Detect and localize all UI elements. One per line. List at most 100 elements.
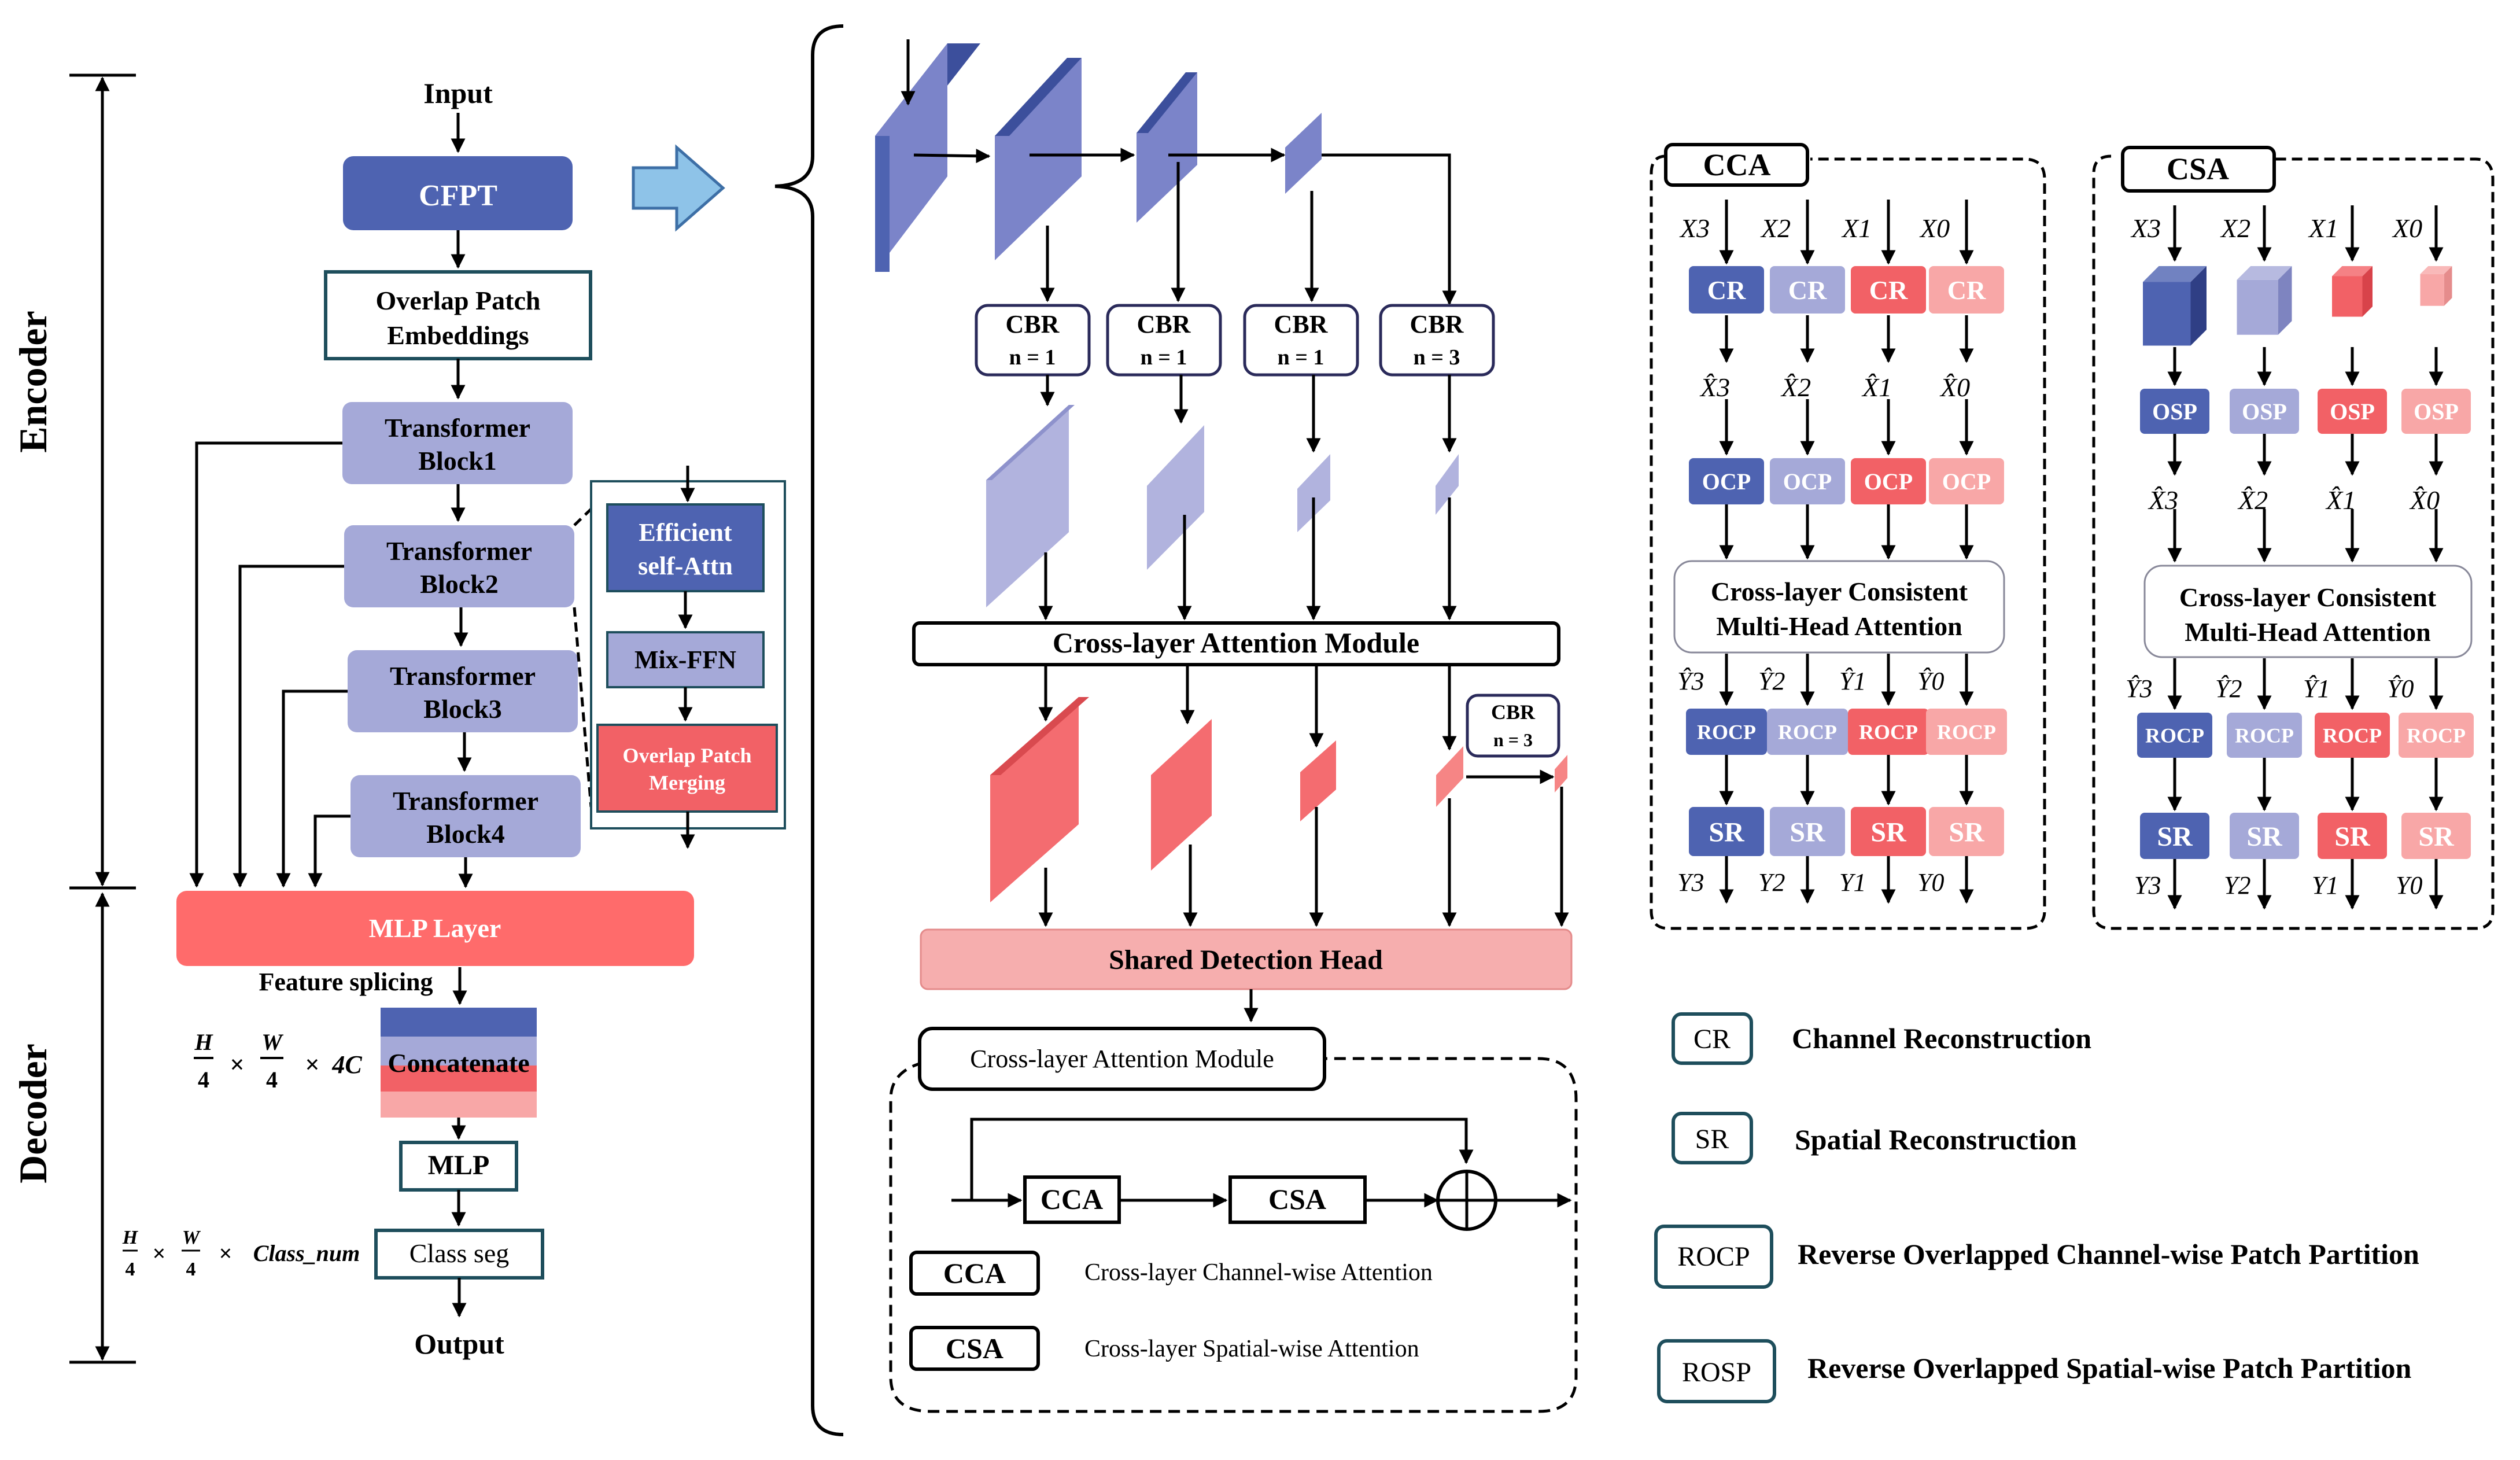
cca-sr-box (1851, 807, 1926, 856)
csa-y-label: Y2 (2224, 871, 2250, 899)
svg-text:Transformer: Transformer (386, 536, 532, 566)
red-feature-maps (990, 697, 1567, 902)
svg-text:Transformer: Transformer (385, 413, 530, 443)
csa-cube-top (2143, 266, 2207, 282)
csa-cube-top (2237, 266, 2292, 280)
svg-text:n = 3: n = 3 (1493, 729, 1533, 750)
dimension-label-2: H 4 × W 4 × Class_num (122, 1227, 360, 1280)
cca-sr-box-label: SR (1709, 817, 1745, 847)
overlap-patch-line1: Overlap Patch (376, 286, 541, 315)
csa-cube (2420, 274, 2444, 306)
svg-text:4: 4 (198, 1067, 209, 1093)
csa-sr-box (2401, 813, 2471, 859)
svg-text:Block3: Block3 (423, 694, 501, 724)
cca-yhat-label: Ŷ1 (1839, 667, 1866, 695)
csa-panel: CSA X3OSPX̂3Ŷ3ROCPSRY3X2OSPX̂2Ŷ2ROCPSRY2… (2092, 146, 2495, 930)
csa-rocp-box (2137, 713, 2212, 758)
cca-x-label: X0 (1919, 213, 1950, 243)
svg-text:CR: CR (1693, 1024, 1731, 1055)
attention-module-box: Cross-layer Attention Module CCA CSA CCA… (889, 1027, 1578, 1413)
svg-text:CCA: CCA (1041, 1183, 1103, 1215)
cca-xhat-label: X̂0 (1939, 373, 1970, 402)
cca-rocp-box-label: ROCP (1937, 721, 1996, 744)
cbr-box-3: CBR n = 1 (1243, 304, 1359, 377)
cca-ocp-box (1689, 458, 1764, 504)
mix-ffn (606, 631, 765, 688)
svg-text:CBR: CBR (1006, 310, 1060, 338)
svg-text:Transformer: Transformer (393, 786, 538, 816)
csa-x-label: X2 (2220, 213, 2250, 243)
cca-cr-box (1689, 266, 1764, 314)
svg-text:Cross-layer Attention Module: Cross-layer Attention Module (1053, 626, 1419, 659)
csa-cube-side (2444, 266, 2452, 306)
csa-cube-side (2190, 266, 2207, 346)
svg-text:H: H (194, 1029, 213, 1055)
input-label: Input (423, 77, 493, 109)
cca-xhat-label: X̂2 (1780, 373, 1811, 402)
cca-cr-box-label: CR (1788, 275, 1827, 305)
svg-text:Multi-Head Attention: Multi-Head Attention (1716, 611, 1962, 641)
transformer-block-3: Transformer Block3 (348, 650, 578, 732)
brace (774, 24, 844, 1436)
cca-sr-box (1689, 807, 1764, 856)
svg-text:4: 4 (126, 1259, 135, 1280)
svg-text:H: H (122, 1227, 139, 1248)
csa-yhat-label: Ŷ2 (2215, 674, 2242, 703)
svg-text:Cross-layer Channel-wise Atten: Cross-layer Channel-wise Attention (1084, 1259, 1433, 1286)
cbr-box-extra: CBR n = 3 (1466, 694, 1560, 758)
cca-y-label: Y1 (1839, 868, 1866, 897)
svg-text:MLP: MLP (428, 1150, 490, 1181)
concatenate-block: Concatenate (381, 1008, 537, 1118)
svg-text:×: × (219, 1240, 233, 1266)
csa-sr-box-label: SR (2246, 821, 2283, 852)
cca-x-label: X2 (1760, 213, 1791, 243)
transformer-block-4: Transformer Block4 (350, 775, 581, 857)
lightblue-feature-maps (986, 405, 1459, 607)
encoder-decoder-pipeline: Encoder Decoder Input CFPT Overlap Patch… (11, 73, 786, 1364)
svg-text:4: 4 (266, 1067, 278, 1093)
svg-text:Shared Detection Head: Shared Detection Head (1109, 945, 1383, 975)
svg-text:Block4: Block4 (426, 819, 504, 849)
csa-osp-box-label: OSP (2414, 399, 2459, 425)
transformer-detail-panel: Efficient self-Attn Mix-FFN Overlap Patc… (573, 466, 786, 849)
svg-text:Block2: Block2 (420, 569, 498, 599)
csa-cube-top (2420, 266, 2452, 274)
csa-x-label: X0 (2392, 213, 2422, 243)
svg-text:Cross-layer Spatial-wise Atten: Cross-layer Spatial-wise Attention (1084, 1336, 1419, 1362)
cca-sr-box (1929, 807, 2004, 856)
csa-osp-box (2318, 389, 2387, 434)
csa-y-label: Y3 (2134, 871, 2161, 899)
cca-ocp-box (1851, 458, 1926, 504)
legend-cr: CR Channel Reconstruction (1672, 1012, 2091, 1065)
csa-rocp-box (2227, 713, 2302, 758)
expand-arrow-icon (632, 144, 725, 232)
csa-cube (2237, 279, 2278, 335)
overlap-patch-merging (596, 724, 778, 813)
cca-block (1023, 1175, 1121, 1224)
svg-text:Overlap Patch: Overlap Patch (623, 744, 752, 767)
svg-text:Channel Reconstruction: Channel Reconstruction (1792, 1022, 2091, 1055)
csa-cube-top (2332, 266, 2373, 276)
svg-text:SR: SR (1695, 1124, 1729, 1155)
encoder-label: Encoder (11, 311, 55, 453)
csa-xhat-label: X̂2 (2237, 485, 2268, 515)
cca-panel: CCA X3CRX̂3OCPŶ3ROCPSRY3X2CRX̂2OCPŶ2ROCP… (1650, 143, 2046, 930)
csa-sr-box-label: SR (2157, 821, 2193, 852)
svg-text:Efficient: Efficient (639, 518, 732, 547)
cca-cr-box-label: CR (1947, 275, 1986, 305)
efficient-self-attn (606, 503, 765, 592)
svg-text:CCA: CCA (1703, 148, 1771, 182)
cca-cr-box-label: CR (1869, 275, 1908, 305)
svg-text:self-Attn: self-Attn (638, 552, 733, 580)
decoder-label: Decoder (11, 1044, 55, 1184)
cca-x-label: X3 (1679, 213, 1710, 243)
legend-rocp: ROCP Reverse Overlapped Channel-wise Pat… (1654, 1225, 2419, 1289)
svg-text:ROCP: ROCP (1677, 1241, 1750, 1272)
csa-sr-box-label: SR (2334, 821, 2371, 852)
svg-text:Mix-FFN: Mix-FFN (634, 646, 736, 674)
cfpt-detail: CBR n = 1 CBR n = 1 CBR n = 1 CBR n = 3 (875, 39, 1578, 1413)
cca-rocp-box (1686, 709, 1767, 755)
csa-osp-box (2140, 389, 2209, 434)
svg-text:Spatial Reconstruction: Spatial Reconstruction (1795, 1123, 2077, 1156)
cca-sr-box-label: SR (1949, 817, 1985, 847)
